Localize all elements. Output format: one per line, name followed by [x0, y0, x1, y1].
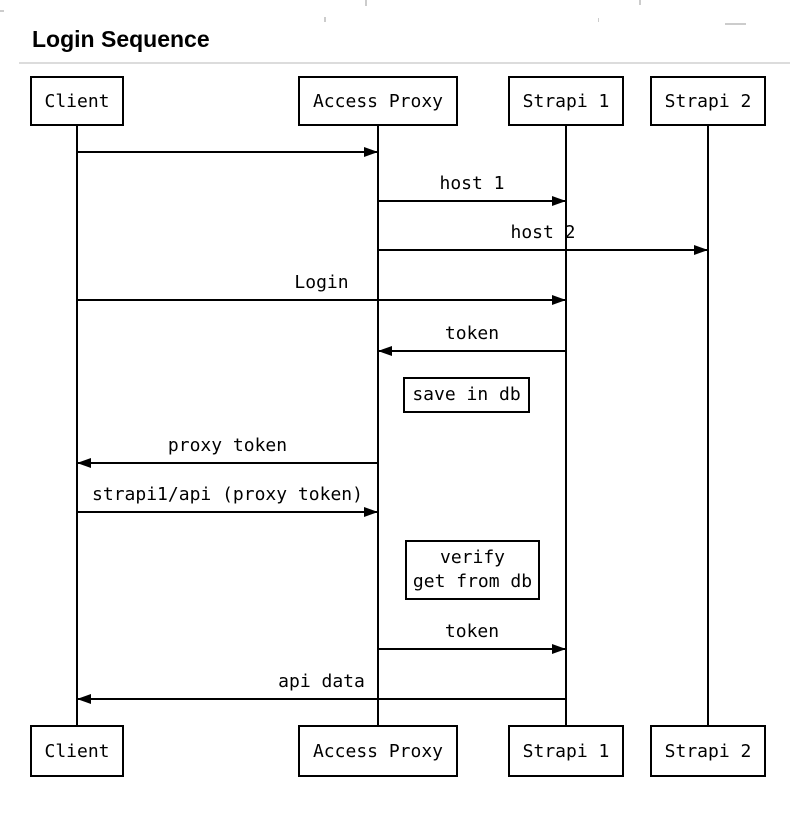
- message-arrowhead-icon: [552, 644, 566, 654]
- message-arrowhead-icon: [552, 295, 566, 305]
- message-arrowhead-icon: [378, 346, 392, 356]
- note-box-1: verify get from db: [405, 540, 540, 600]
- actor-top-strapi1: Strapi 1: [508, 76, 624, 126]
- actor-bottom-client: Client: [30, 725, 124, 777]
- screen-artifact: [639, 0, 641, 5]
- message-line-4: [378, 350, 566, 352]
- actor-bottom-proxy: Access Proxy: [298, 725, 458, 777]
- message-line-8: [77, 698, 566, 700]
- screen-artifact: [0, 10, 4, 12]
- screen-artifact: [365, 0, 367, 6]
- page-title: Login Sequence: [32, 26, 210, 52]
- screen-artifact: [598, 18, 599, 22]
- note-text: verify: [439, 547, 506, 568]
- lifeline-strapi1: [565, 124, 567, 725]
- message-line-0: [77, 151, 378, 153]
- actor-bottom-strapi2: Strapi 2: [650, 725, 766, 777]
- lifeline-client: [76, 124, 78, 725]
- title-divider: [19, 62, 790, 64]
- screen-artifact: [324, 17, 326, 22]
- actor-bottom-strapi1: Strapi 1: [508, 725, 624, 777]
- note-box-0: save in db: [403, 377, 530, 413]
- note-text: save in db: [412, 384, 521, 405]
- message-label-1: host 1: [439, 173, 505, 194]
- actor-top-strapi2: Strapi 2: [650, 76, 766, 126]
- actor-top-client: Client: [30, 76, 124, 126]
- message-line-5: [77, 462, 378, 464]
- lifeline-strapi2: [707, 124, 709, 725]
- lifeline-proxy: [377, 124, 379, 725]
- message-label-2: host 2: [510, 222, 576, 243]
- message-arrowhead-icon: [364, 147, 378, 157]
- message-label-6: strapi1/api (proxy token): [92, 484, 363, 505]
- message-arrowhead-icon: [77, 694, 91, 704]
- message-arrowhead-icon: [552, 196, 566, 206]
- message-label-5: proxy token: [167, 435, 288, 456]
- message-arrowhead-icon: [694, 245, 708, 255]
- message-label-4: token: [444, 323, 500, 344]
- screen-artifact: [725, 23, 746, 25]
- note-text: get from db: [412, 571, 533, 592]
- message-line-2: [378, 249, 708, 251]
- message-line-7: [378, 648, 566, 650]
- message-arrowhead-icon: [77, 458, 91, 468]
- message-line-6: [77, 511, 378, 513]
- message-label-8: api data: [278, 671, 365, 692]
- message-line-1: [378, 200, 566, 202]
- actor-top-proxy: Access Proxy: [298, 76, 458, 126]
- message-arrowhead-icon: [364, 507, 378, 517]
- message-line-3: [77, 299, 566, 301]
- message-label-3: Login: [294, 272, 349, 293]
- message-label-7: token: [444, 621, 500, 642]
